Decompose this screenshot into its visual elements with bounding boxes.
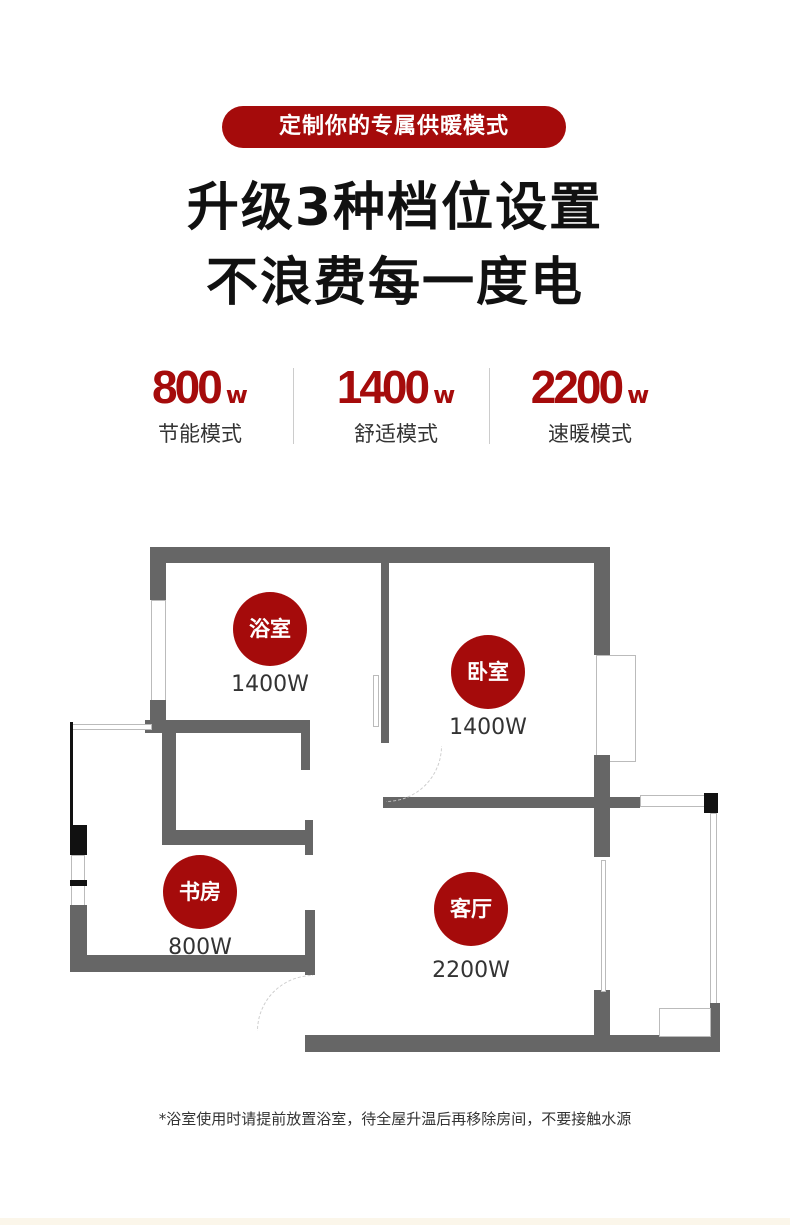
mode-label: 节能模式 bbox=[158, 422, 242, 446]
room-name: 书房 bbox=[163, 855, 237, 929]
badge: 定制你的专属供暖模式 bbox=[222, 106, 566, 148]
mode-value: 800 bbox=[152, 361, 223, 413]
room-study: 书房 800W bbox=[140, 855, 260, 960]
room-power: 2200W bbox=[432, 958, 510, 983]
room-living: 客厅 2200W bbox=[411, 872, 531, 983]
room-name: 客厅 bbox=[434, 872, 508, 946]
mode-value: 1400 bbox=[336, 361, 430, 413]
divider bbox=[489, 368, 490, 444]
mode-value: 2200 bbox=[530, 361, 624, 413]
room-power: 1400W bbox=[449, 715, 527, 740]
divider bbox=[293, 368, 294, 444]
room-bedroom: 卧室 1400W bbox=[428, 635, 548, 740]
mode-unit: w bbox=[627, 381, 650, 409]
headline-1: 升级3种档位设置 bbox=[186, 178, 604, 238]
footnote: *浴室使用时请提前放置浴室，待全屋升温后再移除房间，不要接触水源 bbox=[158, 1110, 632, 1128]
headline-2: 不浪费每一度电 bbox=[205, 253, 584, 313]
bottom-strip bbox=[0, 1218, 790, 1225]
room-power: 800W bbox=[168, 935, 232, 960]
room-name: 浴室 bbox=[233, 592, 307, 666]
mode-label: 舒适模式 bbox=[354, 422, 438, 446]
mode-label: 速暖模式 bbox=[548, 422, 632, 446]
room-name: 卧室 bbox=[451, 635, 525, 709]
mode-unit: w bbox=[433, 381, 456, 409]
mode-unit: w bbox=[225, 381, 248, 409]
room-bathroom: 浴室 1400W bbox=[210, 592, 330, 697]
room-power: 1400W bbox=[231, 672, 309, 697]
